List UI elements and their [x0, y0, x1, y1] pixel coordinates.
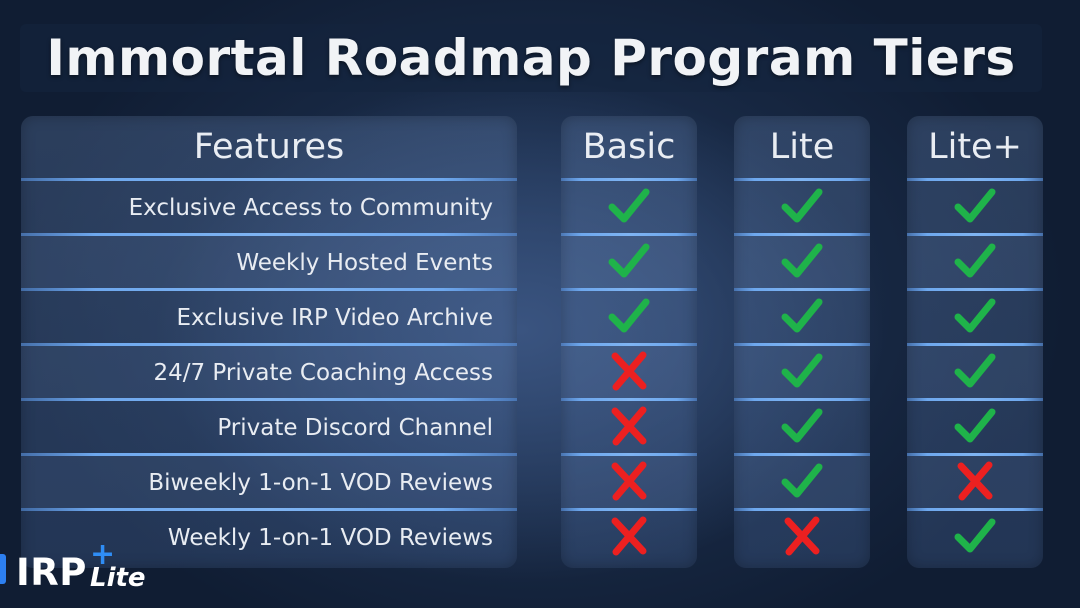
feature-label: Private Discord Channel [217, 415, 493, 441]
irp-lite-logo: IRP + Lite [0, 540, 170, 600]
tier-cell-lite-plus [907, 288, 1043, 343]
tier-cell-lite [734, 508, 870, 563]
check-icon [606, 293, 652, 339]
cross-icon [779, 513, 825, 559]
logo-plus-icon: + [90, 537, 116, 572]
feature-row: Weekly 1-on-1 VOD Reviews [21, 508, 517, 563]
tier-cell-lite [734, 453, 870, 508]
tier-cell-lite [734, 233, 870, 288]
tier-header-lite-plus: Lite+ [928, 127, 1022, 167]
check-icon [952, 403, 998, 449]
feature-label: 24/7 Private Coaching Access [153, 360, 493, 386]
check-icon [779, 293, 825, 339]
tier-cell-lite-plus [907, 343, 1043, 398]
tier-cell-lite [734, 398, 870, 453]
feature-row: Exclusive Access to Community [21, 178, 517, 233]
check-icon [606, 183, 652, 229]
tier-column-basic: Basic [561, 116, 697, 568]
check-icon [779, 348, 825, 394]
cross-icon [606, 513, 652, 559]
feature-row: Biweekly 1-on-1 VOD Reviews [21, 453, 517, 508]
check-icon [606, 238, 652, 284]
tier-column-lite-plus: Lite+ [907, 116, 1043, 568]
tier-cell-basic [561, 453, 697, 508]
tier-cell-lite-plus [907, 398, 1043, 453]
tier-cell-basic [561, 288, 697, 343]
feature-row: Private Discord Channel [21, 398, 517, 453]
title-band [20, 24, 1042, 92]
tier-cell-basic [561, 343, 697, 398]
tier-cell-lite [734, 343, 870, 398]
feature-row: 24/7 Private Coaching Access [21, 343, 517, 398]
tier-cell-basic [561, 178, 697, 233]
cross-icon [606, 348, 652, 394]
cross-icon [952, 458, 998, 504]
tier-cell-lite-plus [907, 453, 1043, 508]
check-icon [779, 238, 825, 284]
feature-row: Weekly Hosted Events [21, 233, 517, 288]
logo-sub-text: Lite [90, 563, 146, 593]
check-icon [952, 348, 998, 394]
cross-icon [606, 458, 652, 504]
cross-icon [606, 403, 652, 449]
tier-header-basic: Basic [582, 127, 676, 167]
feature-label: Weekly Hosted Events [236, 250, 493, 276]
tier-cell-lite [734, 178, 870, 233]
tier-header-lite: Lite [769, 127, 835, 167]
check-icon [779, 403, 825, 449]
feature-label: Exclusive IRP Video Archive [176, 305, 493, 331]
check-icon [779, 183, 825, 229]
page-title: Immortal Roadmap Program Tiers [46, 29, 1016, 87]
feature-label: Biweekly 1-on-1 VOD Reviews [148, 470, 493, 496]
tier-cell-basic [561, 508, 697, 563]
tier-cell-lite-plus [907, 178, 1043, 233]
feature-label: Exclusive Access to Community [128, 195, 493, 221]
feature-row: Exclusive IRP Video Archive [21, 288, 517, 343]
feature-label: Weekly 1-on-1 VOD Reviews [167, 525, 493, 551]
tier-cell-lite-plus [907, 233, 1043, 288]
check-icon [952, 238, 998, 284]
features-header: Features [193, 127, 345, 167]
tier-column-lite: Lite [734, 116, 870, 568]
logo-shield-icon [0, 554, 6, 584]
check-icon [779, 458, 825, 504]
tier-cell-basic [561, 398, 697, 453]
check-icon [952, 183, 998, 229]
check-icon [952, 513, 998, 559]
logo-main-text: IRP [16, 551, 87, 594]
tier-cell-lite-plus [907, 508, 1043, 563]
check-icon [952, 293, 998, 339]
tier-cell-lite [734, 288, 870, 343]
tier-cell-basic [561, 233, 697, 288]
